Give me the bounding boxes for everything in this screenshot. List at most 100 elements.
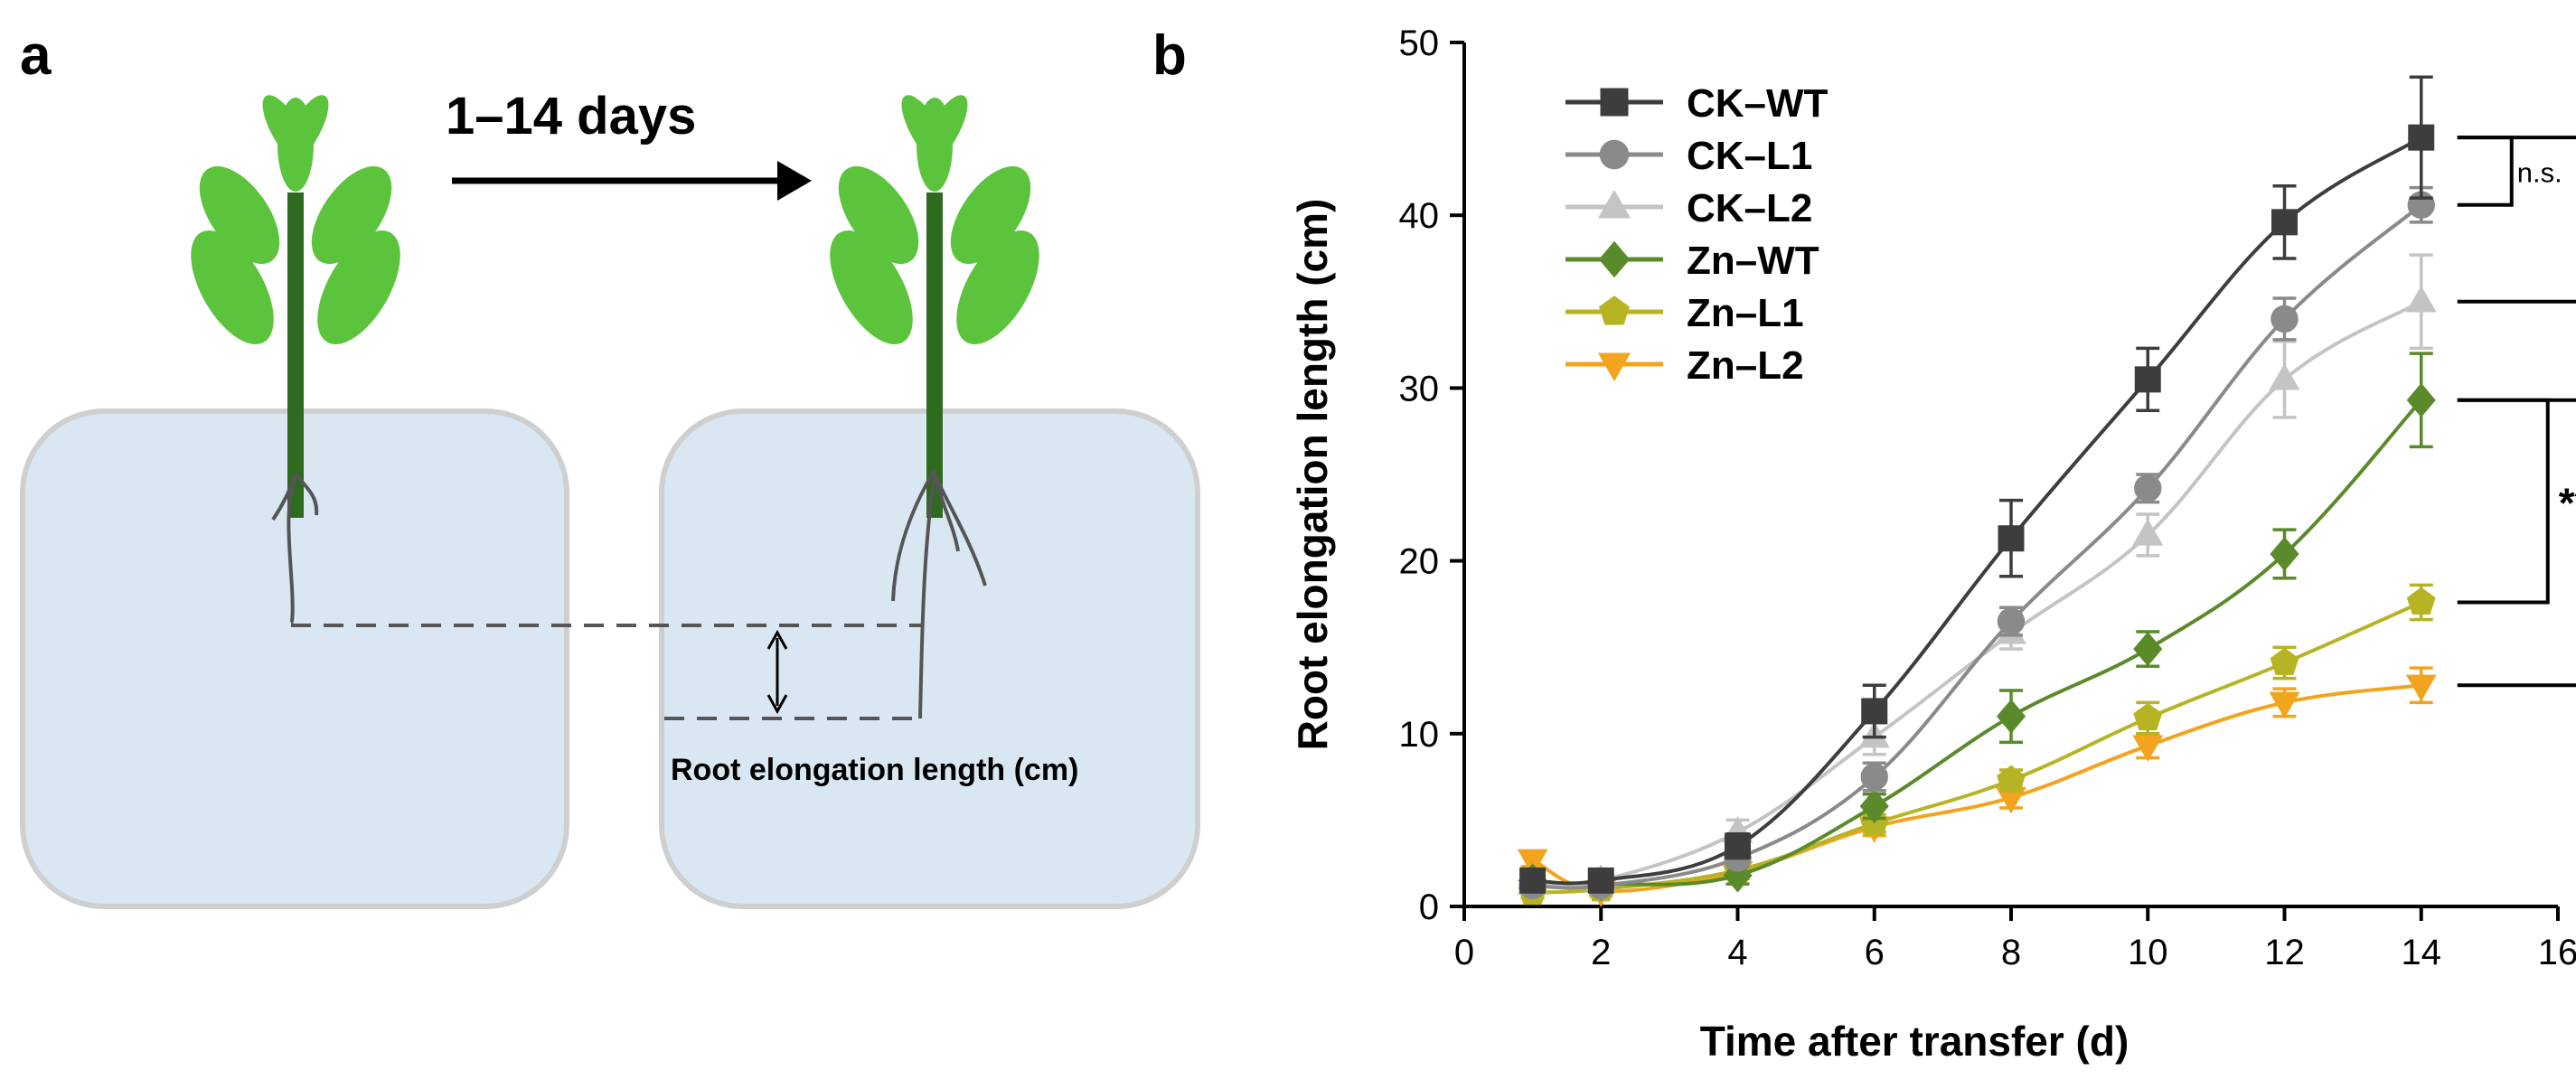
y-tick-label: 40 <box>1399 196 1440 236</box>
legend-label: CK–L1 <box>1687 134 1812 178</box>
y-ticks: 0 10 20 30 40 50 <box>1399 23 1464 927</box>
data-point <box>2271 209 2298 236</box>
legend-item-CK–L2: CK–L2 <box>1565 186 1812 230</box>
duration-label: 1–14 days <box>446 87 696 146</box>
series-CK–L2 <box>1517 253 2437 895</box>
series-Zn–L2 <box>1517 666 2437 907</box>
bracket-line <box>2457 398 2576 688</box>
significance-label: n.s. <box>2517 156 2562 188</box>
right-roots <box>891 468 987 719</box>
left-roots <box>271 473 319 625</box>
legend-label: Zn–L1 <box>1687 291 1804 335</box>
schematic-panel: a 1–14 days Root elongation length (cm) <box>20 24 1200 909</box>
data-point <box>1996 699 2026 734</box>
legend-label: CK–L2 <box>1687 186 1812 230</box>
leaf-shape <box>199 165 280 265</box>
leaf-shape <box>280 95 329 167</box>
data-point <box>1600 88 1629 117</box>
data-point <box>1517 849 1548 877</box>
data-point <box>2270 536 2299 571</box>
panel-a-label: a <box>20 24 52 87</box>
legend-label: Zn–L2 <box>1687 343 1804 388</box>
series-CK–WT <box>1519 75 2435 894</box>
data-point <box>1997 607 2026 635</box>
data-point <box>1859 789 1889 824</box>
data-point <box>2405 674 2437 702</box>
measure-arrow-up-icon <box>766 629 788 650</box>
data-point <box>1725 832 1751 859</box>
x-tick-label: 0 <box>1454 933 1474 972</box>
data-point <box>1599 296 1630 325</box>
data-point <box>2132 735 2164 762</box>
y-tick-label: 30 <box>1399 369 1440 408</box>
series-line <box>1531 683 2422 894</box>
data-point <box>2134 474 2162 502</box>
legend-label: CK–WT <box>1687 81 1829 126</box>
data-point <box>2133 702 2163 731</box>
data-point <box>2406 587 2436 615</box>
left-leaves <box>191 95 400 344</box>
leaf-shape <box>838 165 919 265</box>
significance-bracket: ** <box>2457 398 2576 605</box>
y-tick-label: 20 <box>1399 542 1440 582</box>
measure-arrow-down-icon <box>766 694 788 715</box>
y-tick-label: 10 <box>1399 715 1440 755</box>
data-point <box>2406 382 2436 418</box>
bracket-line <box>2457 398 2550 605</box>
leaf-shape <box>191 230 274 344</box>
legend-item-Zn–L1: Zn–L1 <box>1565 291 1804 335</box>
x-tick-label: 4 <box>1727 933 1747 972</box>
series-layer <box>1517 75 2437 907</box>
leaf-shape <box>317 230 400 344</box>
data-point <box>2405 285 2437 313</box>
data-point <box>1998 525 2025 552</box>
data-point <box>2269 363 2300 390</box>
data-point <box>1587 867 1614 894</box>
data-point <box>1597 352 1631 382</box>
bracket-line <box>2457 136 2576 304</box>
data-point <box>1597 189 1631 219</box>
leaf-shape <box>956 230 1039 344</box>
data-point <box>2133 632 2163 667</box>
data-point <box>2134 366 2161 393</box>
x-tick-label: 8 <box>2001 933 2021 972</box>
right-leaves <box>830 95 1039 344</box>
legend-item-Zn–WT: Zn–WT <box>1565 239 1819 283</box>
data-point <box>1861 698 1888 725</box>
data-point <box>2270 647 2299 675</box>
x-tick-label: 12 <box>2264 933 2305 972</box>
legend-label: Zn–WT <box>1687 239 1819 283</box>
data-point <box>1997 765 2026 793</box>
leaf-shape <box>919 95 968 167</box>
y-tick-label: 50 <box>1399 23 1440 63</box>
data-point <box>1860 763 1888 791</box>
legend-item-CK–L1: CK–L1 <box>1565 134 1812 178</box>
significance-label: ** <box>2559 480 2576 527</box>
data-point <box>1519 867 1547 894</box>
seedling-before-icon <box>191 95 400 625</box>
significance-bracket: ** <box>2457 398 2576 688</box>
significance-layer: n.s.***** <box>2457 136 2576 688</box>
seedling-after-icon <box>830 95 1039 719</box>
series-Zn–WT <box>1518 352 2436 902</box>
series-line <box>1532 136 2422 886</box>
y-axis-title: Root elongation length (cm) <box>1289 199 1336 751</box>
right-stem <box>926 192 943 518</box>
data-point <box>1598 240 1631 278</box>
data-point <box>1599 139 1630 170</box>
x-tick-label: 14 <box>2402 933 2442 972</box>
significance-bracket: * <box>2457 136 2576 304</box>
left-stem <box>287 192 304 518</box>
legend-item-Zn–L2: Zn–L2 <box>1565 343 1804 388</box>
y-tick-label: 0 <box>1419 887 1439 927</box>
panel-b-label: b <box>1152 24 1187 87</box>
leaf-shape <box>830 230 913 344</box>
measure-label: Root elongation length (cm) <box>671 753 1078 787</box>
significance-bracket: n.s. <box>2457 136 2562 207</box>
leaf-shape <box>950 165 1031 265</box>
data-point <box>2270 305 2299 333</box>
bracket-line <box>2457 136 2514 207</box>
